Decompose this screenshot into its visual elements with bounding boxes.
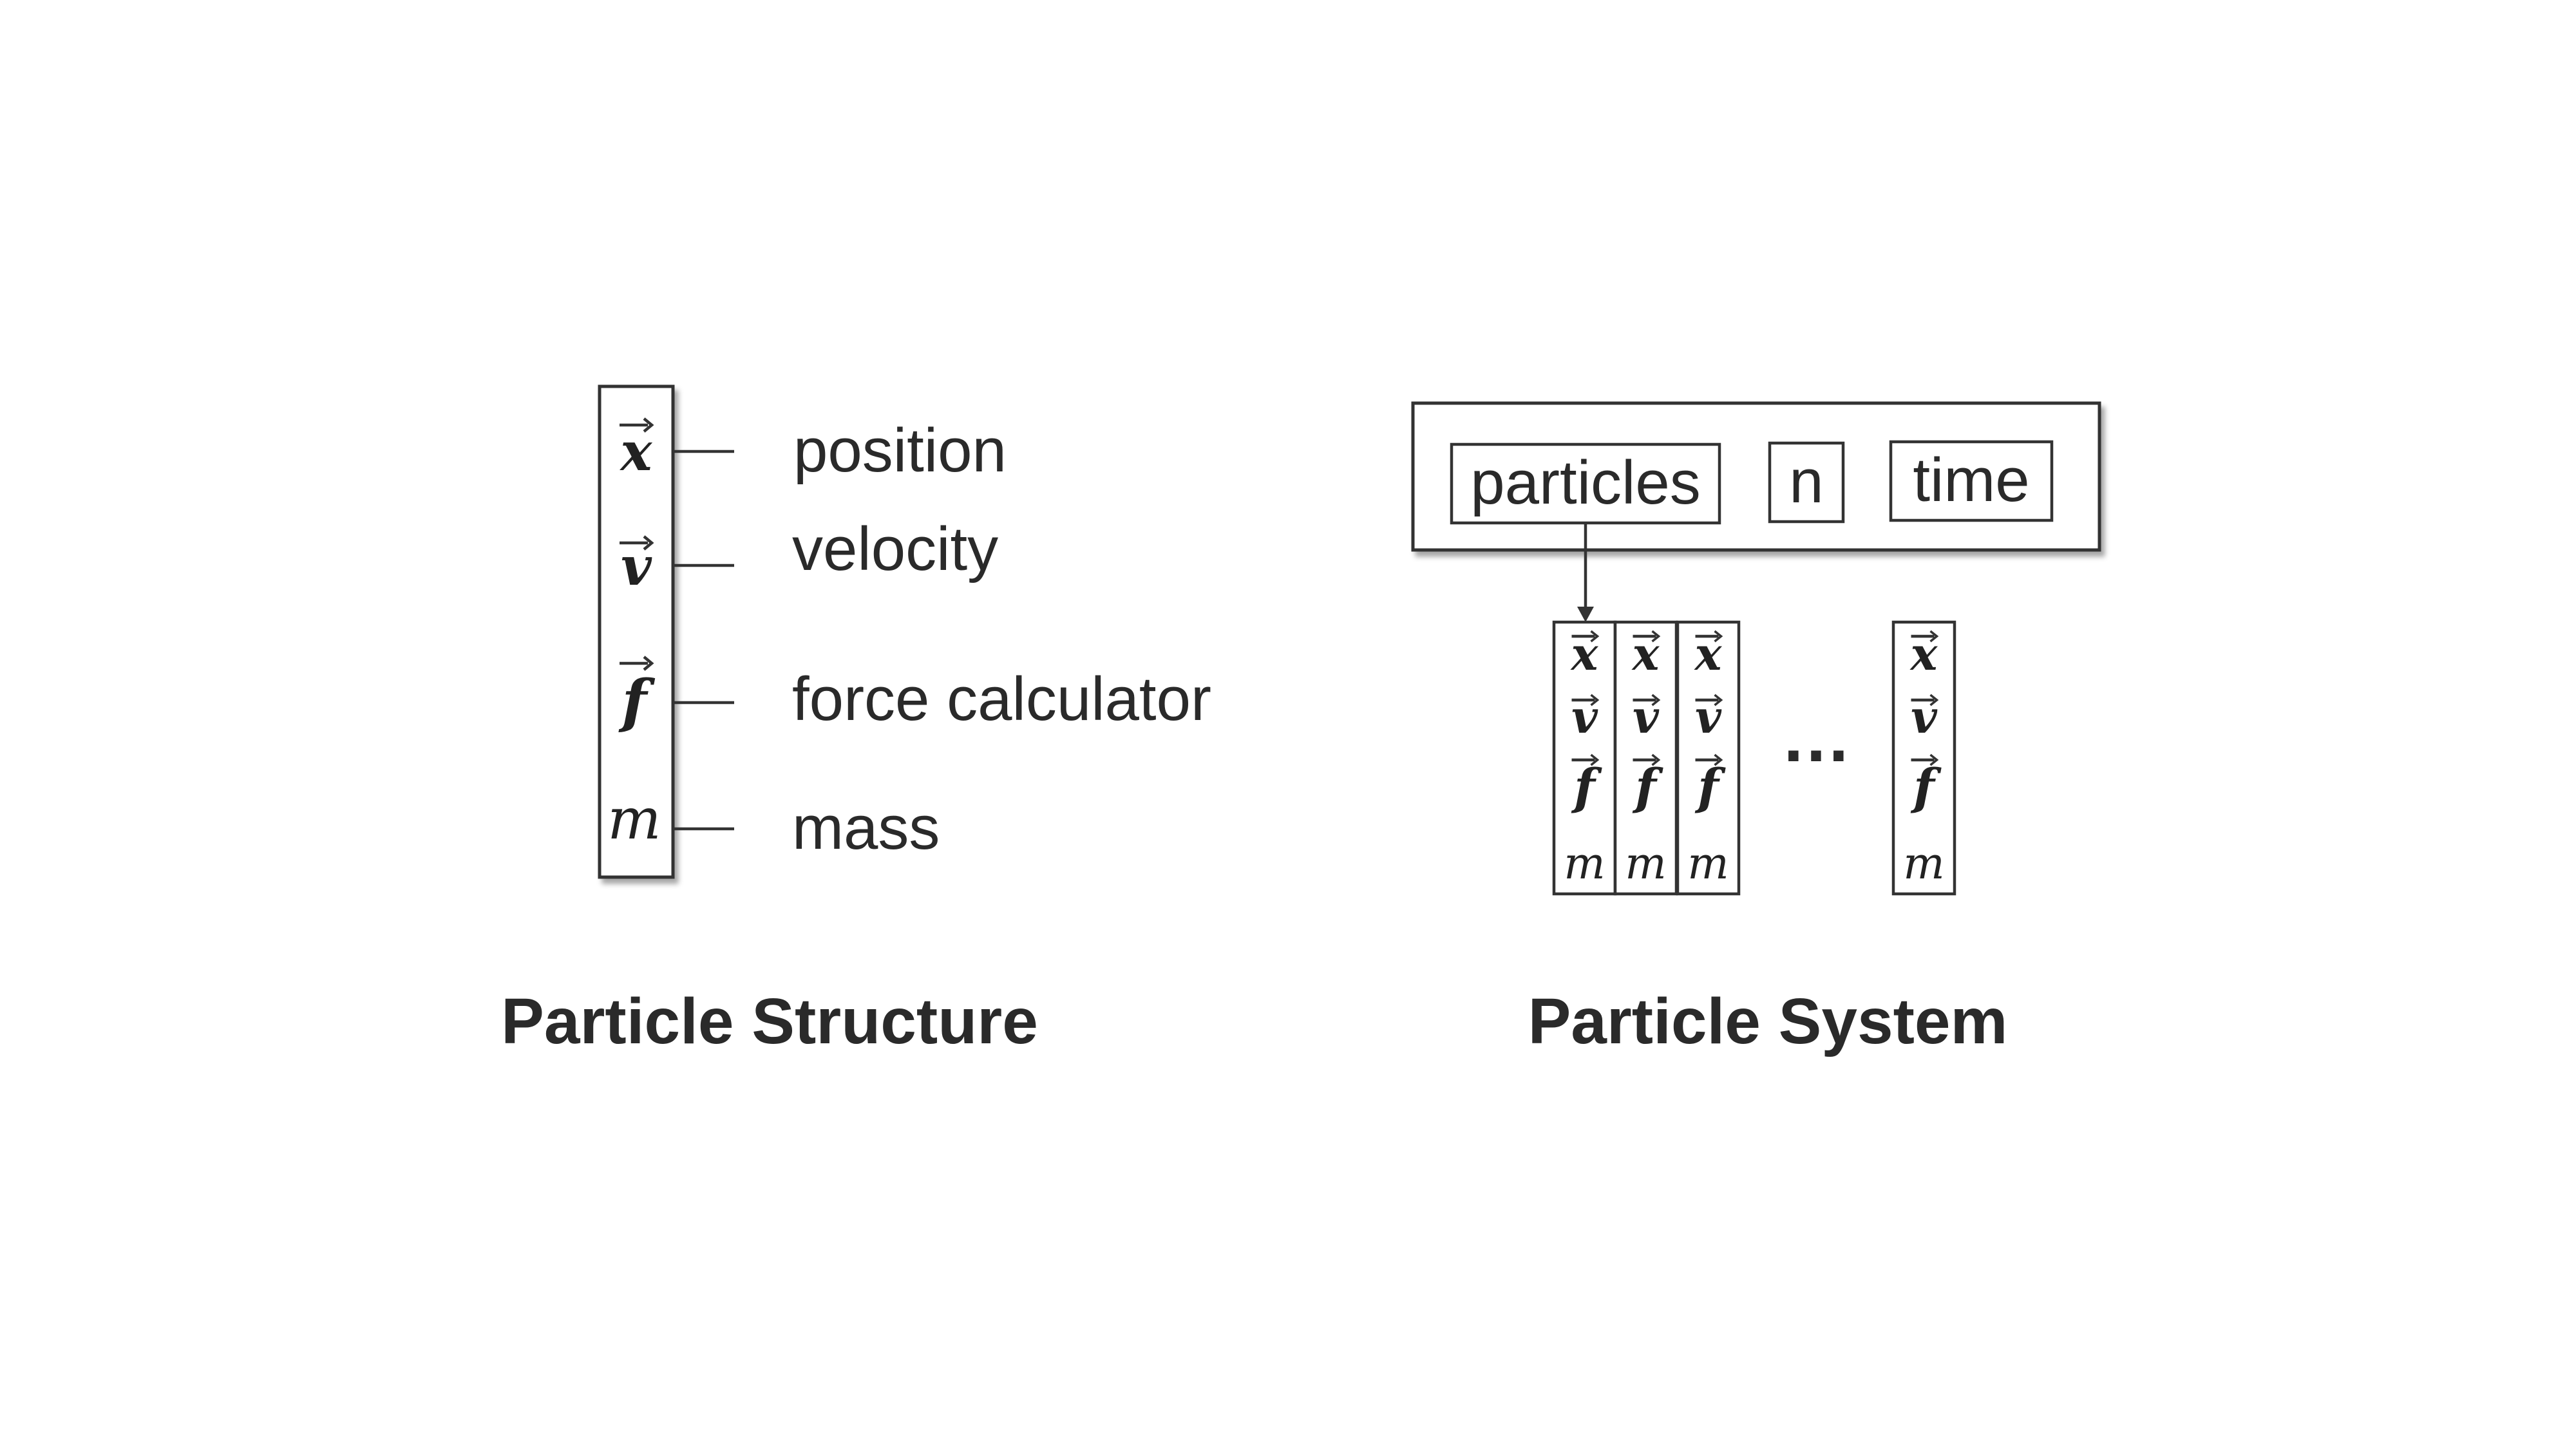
particle-column-box	[1891, 620, 1956, 896]
vector-arrow-icon	[620, 417, 654, 433]
caption-particle-system: Particle System	[1528, 985, 2008, 1057]
vector-arrow-icon	[1911, 694, 1939, 706]
vector-arrow-icon	[620, 535, 654, 551]
vector-arrow-icon	[1633, 630, 1661, 643]
label-force-calculator: force calculator	[792, 665, 1211, 734]
vector-arrow-icon	[1633, 753, 1661, 766]
vector-arrow-icon	[1911, 753, 1939, 766]
column-symbol-m: m	[1903, 838, 1944, 889]
vector-arrow-icon	[620, 656, 654, 671]
member-box	[1889, 440, 2054, 522]
vector-arrow-icon	[1911, 630, 1939, 643]
particle-column-box	[1676, 620, 1741, 896]
member-box	[1768, 441, 1845, 524]
structure-field-velocity: v velocity	[620, 515, 998, 598]
vector-arrow-icon	[1695, 694, 1723, 706]
arrowhead-icon	[1577, 607, 1594, 622]
structure-box	[598, 384, 675, 879]
vector-arrow-icon	[1571, 753, 1600, 766]
label-velocity: velocity	[792, 515, 998, 583]
vector-arrow-icon	[1633, 694, 1661, 706]
structure-field-position: x position	[620, 416, 1007, 485]
symbol-x: x	[620, 421, 653, 483]
column-symbol-m: m	[1687, 838, 1728, 889]
particle-structure: x position v velocity f	[501, 384, 1211, 1057]
vector-arrow-icon	[1695, 753, 1723, 766]
member-time: time	[1889, 440, 2054, 522]
label-position: position	[793, 416, 1007, 485]
structure-field-mass: m mass	[607, 786, 940, 862]
member-n: n	[1768, 441, 1845, 524]
ellipsis: …	[1781, 697, 1852, 777]
member-label-particles: particles	[1470, 448, 1700, 517]
caption-particle-structure: Particle Structure	[501, 985, 1038, 1057]
column-symbol-m: m	[1564, 838, 1605, 889]
label-mass: mass	[792, 793, 940, 862]
vector-arrow-icon	[1695, 630, 1723, 643]
vector-arrow-icon	[1571, 694, 1600, 706]
particle-column-box	[1613, 620, 1678, 896]
member-particles: particles	[1450, 442, 1721, 525]
vector-arrow-icon	[1571, 630, 1600, 643]
column-symbol-m: m	[1625, 838, 1666, 889]
symbol-m: m	[607, 786, 661, 852]
structure-field-force: f force calculator	[618, 656, 1211, 735]
member-label-time: time	[1913, 446, 2029, 515]
member-label-n: n	[1789, 447, 1823, 516]
